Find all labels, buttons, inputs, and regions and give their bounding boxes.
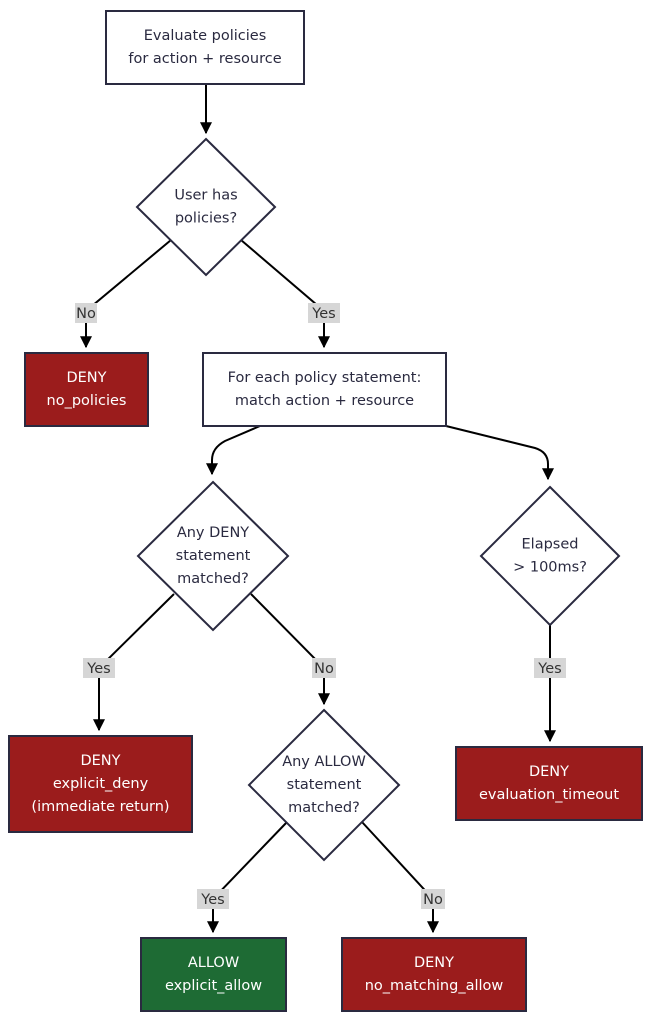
- node-any-allow: Any ALLOW statement matched?: [247, 708, 401, 862]
- edge-any-allow-to-allow-explicit: [207, 821, 288, 934]
- edge-label-no: No: [75, 303, 97, 323]
- node-deny-no-policies: DENY no_policies: [24, 352, 149, 427]
- node-label-line: statement: [176, 548, 251, 564]
- edge-any-allow-to-deny-no-matching: [361, 821, 439, 934]
- edge-label-yes: Yes: [308, 303, 340, 323]
- allow-box: [140, 937, 287, 1012]
- node-deny-explicit: DENY explicit_deny (immediate return): [8, 735, 193, 833]
- node-label-line: User has: [174, 188, 237, 204]
- edge-label-text: No: [314, 661, 334, 677]
- node-label-line: policies?: [175, 211, 237, 227]
- edge-for-each-statement-to-any-deny: [206, 425, 261, 476]
- node-label-line: DENY: [414, 955, 454, 971]
- deny-box: [8, 735, 193, 833]
- node-label-line: no_matching_allow: [365, 978, 504, 994]
- node-label-line: match action + resource: [235, 393, 414, 409]
- decision-diamond: [136, 480, 290, 632]
- edge-label-text: Yes: [537, 661, 561, 677]
- node-label-line: ALLOW: [188, 955, 239, 971]
- edge-label-no: No: [421, 889, 445, 909]
- node-for-each-statement: For each policy statement: match action +…: [202, 352, 447, 427]
- edge-line: [207, 821, 288, 934]
- edge-label-text: Yes: [86, 661, 110, 677]
- node-label-line: no_policies: [47, 393, 127, 409]
- node-label-line: DENY: [66, 370, 106, 386]
- node-allow-explicit: ALLOW explicit_allow: [140, 937, 287, 1012]
- edge-label-text: No: [423, 892, 443, 908]
- node-deny-no-matching: DENY no_matching_allow: [341, 937, 527, 1012]
- node-label-line: > 100ms?: [513, 560, 587, 576]
- node-label-line: For each policy statement:: [228, 370, 422, 386]
- edge-label-yes: Yes: [534, 658, 566, 678]
- edge-label-no: No: [312, 658, 336, 678]
- node-label-line: DENY: [80, 753, 120, 769]
- node-user-has-policies: User has policies?: [135, 137, 277, 277]
- edge-label-text: Yes: [311, 306, 335, 322]
- node-label-line: explicit_allow: [165, 978, 262, 994]
- node-label-line: statement: [287, 777, 362, 793]
- edge-line: [250, 593, 330, 706]
- edge-user-has-policies-to-for-each-statement: [240, 239, 330, 349]
- edge-for-each-statement-to-elapsed: [445, 425, 554, 481]
- node-label-line: Any ALLOW: [282, 754, 366, 770]
- process-box: [202, 352, 447, 427]
- edge-label-text: No: [76, 306, 96, 322]
- edge-label-background: [197, 889, 229, 909]
- node-label-line: explicit_deny: [53, 776, 149, 792]
- edge-label-yes: Yes: [83, 658, 115, 678]
- decision-diamond: [479, 485, 621, 627]
- node-start: Evaluate policies for action + resource: [105, 10, 305, 85]
- node-label-line: matched?: [177, 571, 249, 587]
- edge-label-background: [83, 658, 115, 678]
- node-elapsed: Elapsed > 100ms?: [479, 485, 621, 627]
- node-label-line: matched?: [288, 800, 360, 816]
- node-label-line: DENY: [529, 764, 569, 780]
- deny-box: [24, 352, 149, 427]
- edge-line: [445, 425, 554, 481]
- node-deny-timeout: DENY evaluation_timeout: [455, 746, 643, 821]
- node-label-line: Evaluate policies: [144, 28, 267, 44]
- node-label-line: evaluation_timeout: [479, 787, 619, 803]
- edge-line: [361, 821, 439, 934]
- edge-label-background: [312, 658, 336, 678]
- node-label-line: Elapsed: [522, 537, 579, 553]
- edge-user-has-policies-to-deny-no-policies: [80, 239, 172, 349]
- edge-line: [80, 239, 172, 349]
- node-label-line: for action + resource: [128, 51, 281, 67]
- deny-box: [455, 746, 643, 821]
- edge-label-background: [308, 303, 340, 323]
- edge-label-text: Yes: [200, 892, 224, 908]
- decision-diamond: [247, 708, 401, 862]
- edge-label-background: [534, 658, 566, 678]
- node-label-line: (immediate return): [31, 799, 169, 815]
- node-label-line: Any DENY: [177, 525, 249, 541]
- edge-any-deny-to-any-allow: [250, 593, 330, 706]
- edge-label-yes: Yes: [197, 889, 229, 909]
- edge-label-background: [75, 303, 97, 323]
- nodes-layer: Evaluate policies for action + resourceUs…: [8, 10, 643, 1012]
- node-any-deny: Any DENY statement matched?: [136, 480, 290, 632]
- deny-box: [341, 937, 527, 1012]
- decision-diamond: [135, 137, 277, 277]
- edge-label-background: [421, 889, 445, 909]
- edge-line: [240, 239, 330, 349]
- process-box: [105, 10, 305, 85]
- edge-line: [206, 425, 261, 476]
